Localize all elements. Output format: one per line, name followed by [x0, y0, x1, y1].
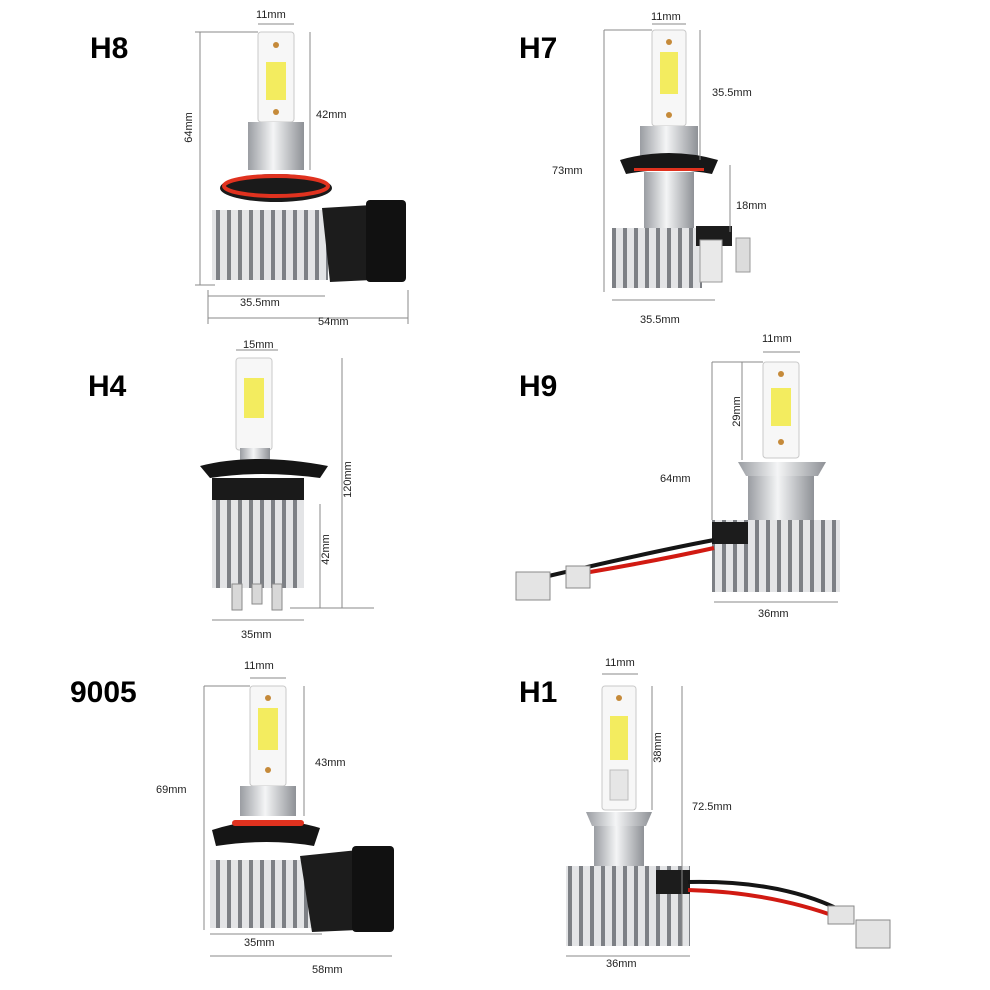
- model-label-9005: 9005: [70, 676, 137, 709]
- wire-red: [589, 546, 715, 574]
- model-label-h4: H4: [88, 370, 127, 403]
- h7-led-height: 35.5mm: [712, 87, 752, 99]
- h1-total-height: 72.5mm: [692, 801, 732, 813]
- h1-base-width: 36mm: [606, 958, 637, 970]
- bulb-h1: [566, 685, 891, 949]
- heatsink: [212, 210, 328, 280]
- 9005-led-height: 43mm: [315, 757, 346, 769]
- model-label-h9: H9: [519, 370, 558, 403]
- h1-led-height: 38mm: [651, 732, 664, 763]
- bulb-h8: [212, 31, 406, 282]
- collar: [248, 122, 304, 170]
- led-chip: [266, 62, 286, 100]
- h4-width-top: 15mm: [243, 339, 274, 351]
- bulb-9005: [210, 685, 394, 932]
- h7-width-top: 11mm: [651, 11, 681, 23]
- bulb-h9: [515, 361, 840, 601]
- h8-base-width: 35.5mm: [240, 297, 280, 309]
- h8-overall-width: 54mm: [318, 316, 349, 328]
- h1-width-top: 11mm: [605, 657, 635, 669]
- model-label-h7: H7: [519, 32, 558, 65]
- wire-black: [539, 538, 715, 580]
- h4-total-height: 120mm: [341, 461, 354, 498]
- bulb-h7: [612, 29, 751, 288]
- h4-base-width: 35mm: [241, 629, 272, 641]
- model-label-h8: H8: [90, 32, 129, 65]
- model-label-h1: H1: [519, 676, 558, 709]
- h7-base-width: 35.5mm: [640, 314, 680, 326]
- bulb-h4: [200, 357, 328, 611]
- connector: [322, 205, 372, 282]
- h8-width-top: 11mm: [256, 9, 286, 21]
- o-ring: [222, 174, 330, 198]
- h9-base-width: 36mm: [758, 608, 789, 620]
- h4-lower-height: 42mm: [319, 534, 332, 565]
- h9-total-height: 64mm: [660, 473, 691, 485]
- h7-lower-height: 18mm: [736, 200, 767, 212]
- 9005-overall-width: 58mm: [312, 964, 343, 976]
- h8-total-height: 64mm: [182, 112, 195, 143]
- 9005-total-height: 69mm: [156, 784, 187, 796]
- 9005-base-width: 35mm: [244, 937, 275, 949]
- h7-total-height: 73mm: [552, 165, 583, 177]
- dimension-lines: [195, 23, 838, 957]
- h9-width-top: 11mm: [762, 333, 792, 345]
- 9005-width-top: 11mm: [244, 660, 274, 672]
- h8-led-height: 42mm: [316, 109, 347, 121]
- h9-led-height: 29mm: [730, 396, 743, 427]
